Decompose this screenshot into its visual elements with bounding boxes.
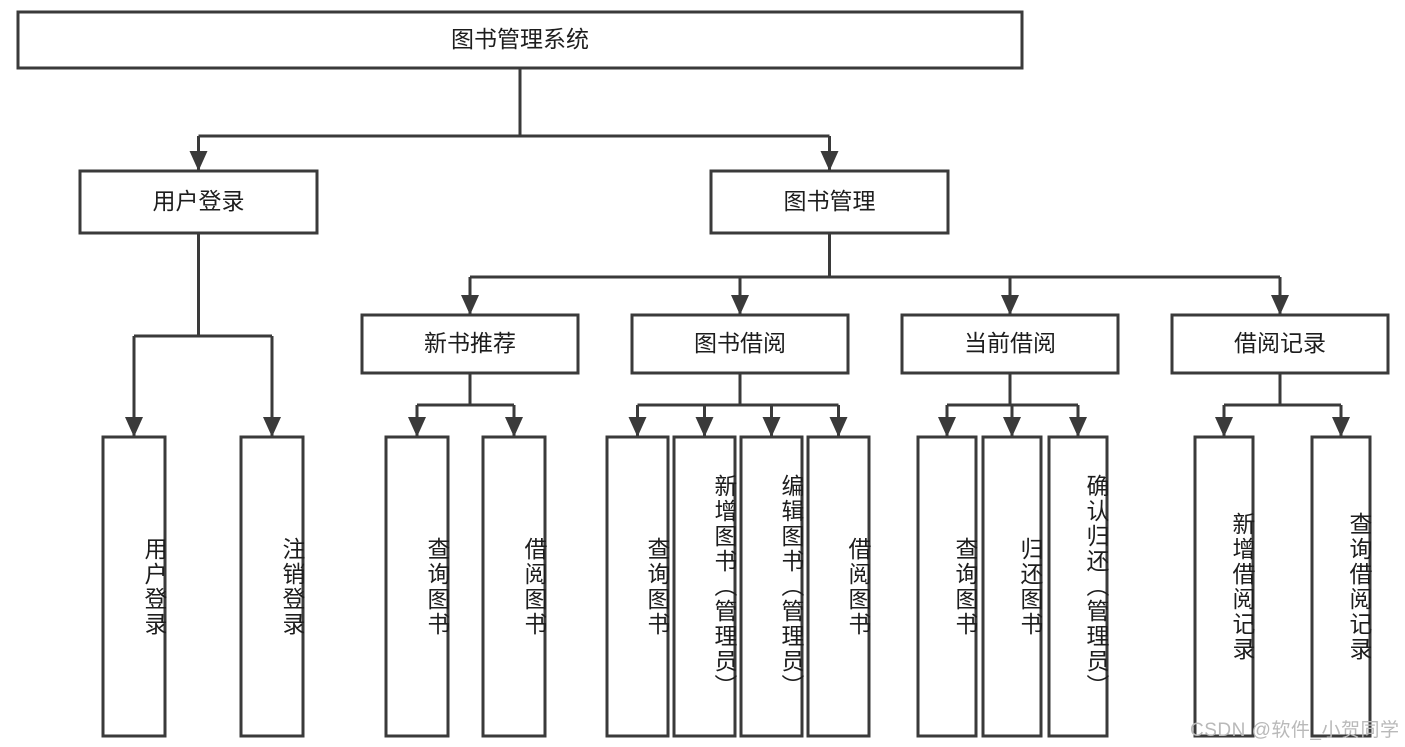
arrow-head-book-manage-to-current-borrow xyxy=(1001,295,1019,315)
arrow-head-borrow-record-to-leaf-add-record xyxy=(1215,417,1233,437)
arrow-head-book-borrow-to-leaf-borrow-book-b xyxy=(829,417,848,437)
arrow-head-book-manage-to-new-book-rec xyxy=(461,295,479,315)
arrow-head-user-login-to-leaf-logout xyxy=(263,417,281,437)
node-leaf-confirm-return[interactable] xyxy=(1047,435,1109,738)
node-leaf-query-book-rec[interactable] xyxy=(384,435,450,738)
arrow-head-book-borrow-to-leaf-query-book-b xyxy=(628,417,647,437)
node-label-new-book-rec: 新书推荐 xyxy=(424,330,516,356)
node-leaf-return-book[interactable] xyxy=(981,435,1043,738)
arrow-head-new-book-rec-to-leaf-query-book-rec xyxy=(408,417,426,437)
node-leaf-borrow-book-rec[interactable] xyxy=(481,435,547,738)
arrow-head-borrow-record-to-leaf-query-record xyxy=(1332,417,1350,437)
watermark-text: CSDN @软件_小贺同学 xyxy=(1190,720,1400,741)
arrow-head-current-borrow-to-leaf-confirm-return xyxy=(1069,417,1087,437)
arrow-head-book-borrow-to-leaf-add-book xyxy=(695,417,714,437)
node-user-login[interactable] xyxy=(78,169,319,235)
arrow-head-current-borrow-to-leaf-return-book xyxy=(1003,417,1021,437)
arrow-head-new-book-rec-to-leaf-borrow-book-rec xyxy=(505,417,523,437)
node-leaf-query-book-b[interactable] xyxy=(605,435,670,738)
node-leaf-edit-book[interactable] xyxy=(739,435,804,738)
node-label-current-borrow: 当前借阅 xyxy=(964,330,1056,356)
node-root[interactable] xyxy=(16,10,1024,70)
node-label-user-login: 用户登录 xyxy=(153,188,245,214)
arrow-head-book-manage-to-borrow-record xyxy=(1271,295,1289,315)
arrow-head-book-borrow-to-leaf-edit-book xyxy=(762,417,781,437)
connector-layer xyxy=(125,68,1350,437)
node-borrow-record[interactable] xyxy=(1170,313,1390,375)
node-book-manage[interactable] xyxy=(709,169,950,235)
arrow-head-root-to-book-manage xyxy=(820,151,839,171)
node-leaf-query-book-c[interactable] xyxy=(916,435,978,738)
node-layer xyxy=(16,10,1390,738)
arrow-head-root-to-user-login xyxy=(189,151,208,171)
arrow-head-book-manage-to-book-borrow xyxy=(731,295,749,315)
node-label-book-borrow: 图书借阅 xyxy=(694,330,786,356)
node-leaf-logout[interactable] xyxy=(239,435,305,738)
node-label-root: 图书管理系统 xyxy=(451,26,589,52)
node-book-borrow[interactable] xyxy=(630,313,850,375)
node-leaf-user-login[interactable] xyxy=(101,435,167,738)
node-leaf-query-record[interactable] xyxy=(1310,435,1372,738)
node-current-borrow[interactable] xyxy=(900,313,1120,375)
node-leaf-borrow-book-b[interactable] xyxy=(806,435,871,738)
arrow-head-user-login-to-leaf-user-login xyxy=(125,417,143,437)
node-label-borrow-record: 借阅记录 xyxy=(1234,330,1326,356)
node-new-book-rec[interactable] xyxy=(360,313,580,375)
arrow-head-current-borrow-to-leaf-query-book-c xyxy=(938,417,956,437)
node-leaf-add-record[interactable] xyxy=(1193,435,1255,738)
node-label-book-manage: 图书管理 xyxy=(784,188,876,214)
node-leaf-add-book[interactable] xyxy=(672,435,737,738)
